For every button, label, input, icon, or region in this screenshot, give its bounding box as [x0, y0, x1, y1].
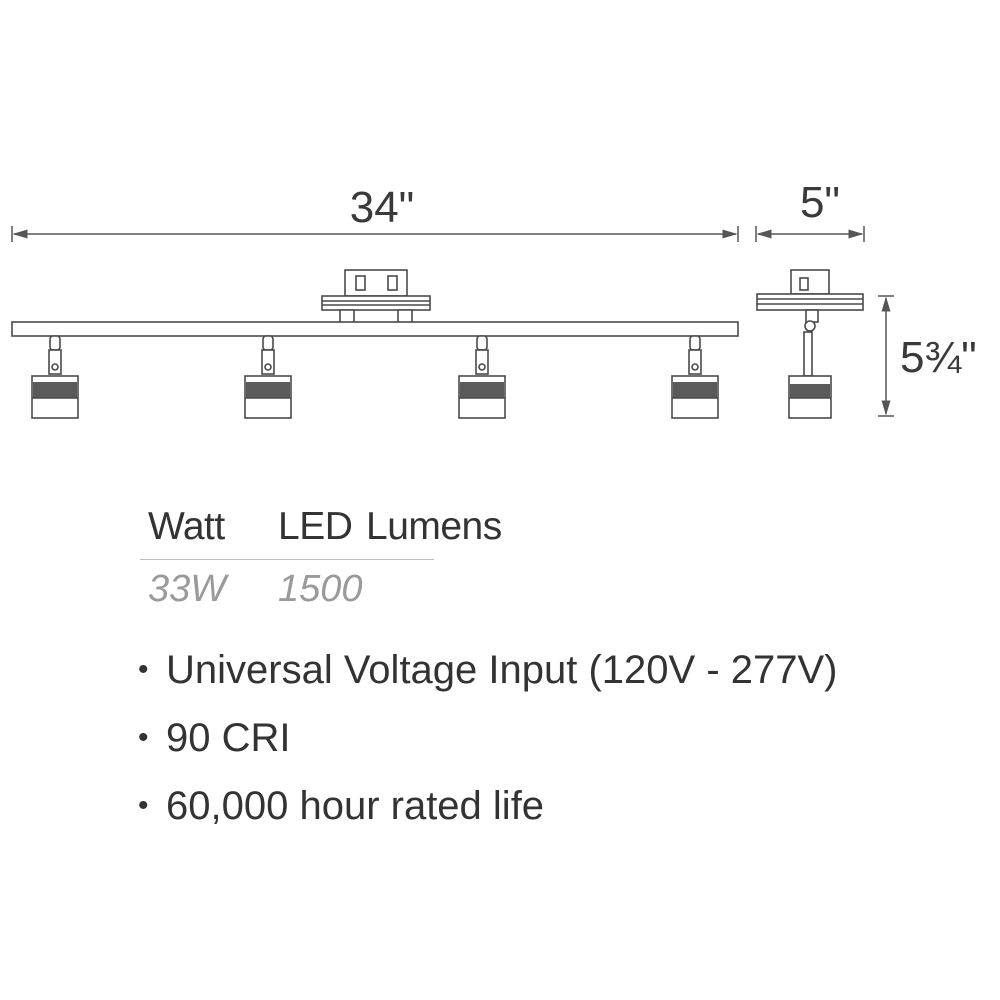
light-head: [31, 335, 79, 419]
depth-label: 5": [800, 178, 840, 227]
value-lumens: 1500: [278, 568, 363, 610]
header-led: LED: [278, 505, 353, 548]
height-label: 5¾": [900, 333, 977, 382]
fixture-line-drawing: 34" 5" 5¾": [11, 178, 977, 419]
spec-value-row: 33W 1500: [148, 568, 968, 614]
header-lumens: Lumens: [366, 505, 502, 548]
canopy-front: [321, 269, 431, 332]
feature-item: •Universal Voltage Input (120V - 277V): [138, 640, 838, 708]
width-label: 34": [350, 183, 415, 232]
light-heads: [31, 335, 719, 419]
light-head: [244, 335, 292, 419]
header-watt: Watt: [148, 505, 225, 548]
height-dimension: [878, 295, 894, 417]
depth-dimension: [755, 226, 865, 242]
light-head: [671, 335, 719, 419]
header-divider: [140, 559, 434, 560]
bullet-icon: •: [138, 653, 149, 686]
spec-header-row: Watt LED Lumens: [148, 505, 968, 551]
value-watt: 33W: [148, 568, 227, 610]
feature-item: •60,000 hour rated life: [138, 776, 838, 844]
bullet-icon: •: [138, 721, 149, 754]
spec-table: Watt LED Lumens 33W 1500: [140, 505, 968, 614]
bullet-icon: •: [138, 789, 149, 822]
feature-list: •Universal Voltage Input (120V - 277V) •…: [138, 640, 838, 844]
track-rail: [11, 321, 739, 337]
feature-item: •90 CRI: [138, 708, 838, 776]
width-dimension: [11, 226, 739, 242]
light-head: [458, 335, 506, 419]
side-view: [756, 269, 864, 419]
